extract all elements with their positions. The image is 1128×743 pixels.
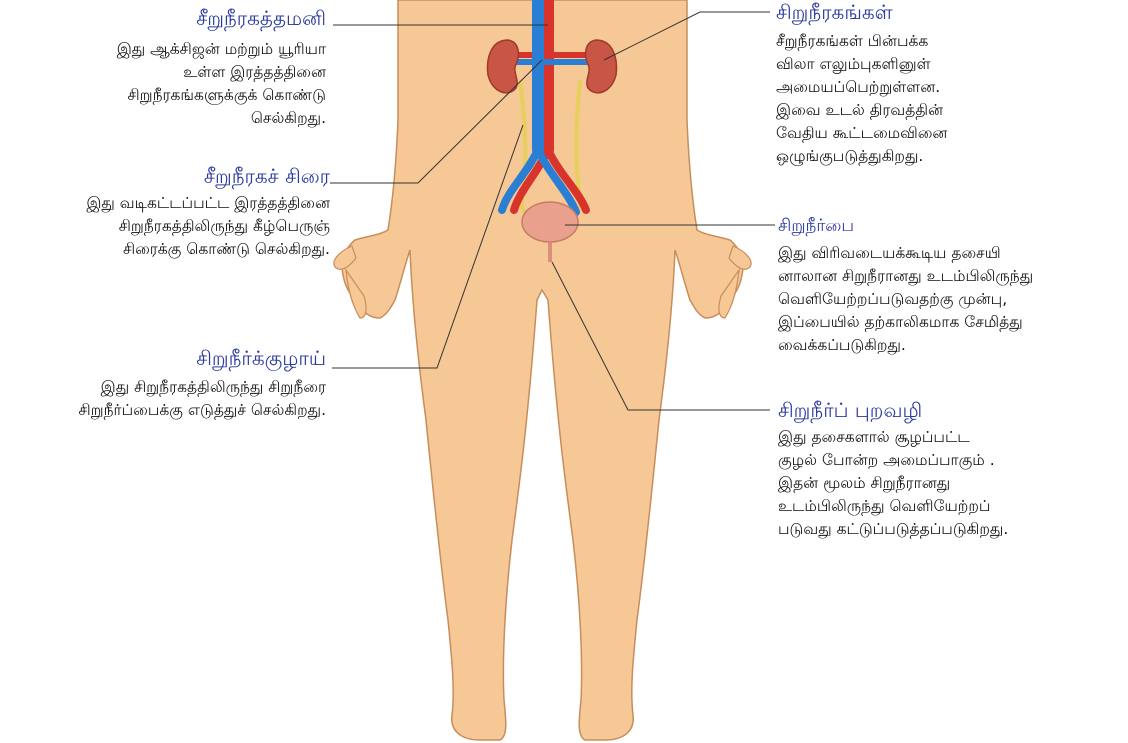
ureter-title: சிறுநீர்க்குழாய் bbox=[0, 346, 326, 370]
urethra-title: சிறுநீர்ப் புறவழி bbox=[778, 398, 1098, 422]
vein-desc: இது வடிகட்டப்பட்ட இரத்தத்தினை சிறுநீரகத்… bbox=[6, 192, 330, 261]
artery-desc: இது ஆக்சிஜன் மற்றும் யூரியா உள்ள இரத்தத்… bbox=[20, 38, 326, 130]
vein-title: சீறுநீரகச் சிரை bbox=[6, 164, 330, 188]
bladder-desc: இது விரிவடையக்கூடிய தசையி னாலான சிறுநீரா… bbox=[778, 242, 1118, 357]
vein-label-block: சீறுநீரகச் சிரை இது வடிகட்டப்பட்ட இரத்தத… bbox=[6, 164, 330, 261]
bladder bbox=[522, 202, 578, 242]
bladder-label-block: சிறுநீர்பை இது விரிவடையக்கூடிய தசையி னால… bbox=[778, 214, 1118, 357]
urethra-desc: இது தசைகளால் சூழப்பட்ட குழல் போன்ற அமைப்… bbox=[778, 426, 1098, 541]
artery-label-block: சீறுநீரகத்தமனி இது ஆக்சிஜன் மற்றும் யூரி… bbox=[20, 6, 326, 130]
kidneys-label-block: சிறுநீரகங்கள் சீறுநீரகங்கள் பின்பக்க வில… bbox=[776, 0, 1096, 168]
urethra-label-block: சிறுநீர்ப் புறவழி இது தசைகளால் சூழப்பட்ட… bbox=[778, 398, 1098, 541]
ureter-desc: இது சிறுநீரகத்திலிருந்து சிறுநீரை சிறுநீ… bbox=[0, 376, 326, 422]
kidneys-title: சிறுநீரகங்கள் bbox=[776, 0, 1096, 24]
bladder-title: சிறுநீர்பை bbox=[778, 214, 1118, 238]
ureter-label-block: சிறுநீர்க்குழாய் இது சிறுநீரகத்திலிருந்த… bbox=[0, 346, 326, 422]
kidneys-desc: சீறுநீரகங்கள் பின்பக்க விலா எலும்புகளினு… bbox=[776, 30, 1096, 168]
artery-title: சீறுநீரகத்தமனி bbox=[20, 6, 326, 30]
